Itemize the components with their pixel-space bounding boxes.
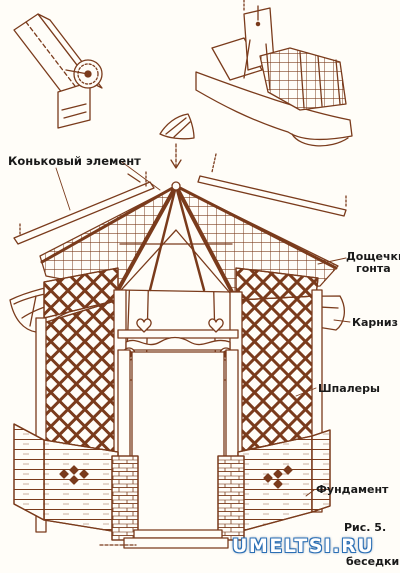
brick-pillars xyxy=(99,455,245,549)
door-frame xyxy=(117,318,239,533)
figure-caption-line2: беседки. xyxy=(346,555,400,568)
figure-caption-line1: Рис. 5. xyxy=(344,521,387,534)
log-walls xyxy=(13,423,331,533)
label-shingle-boards: Дощечки гонта xyxy=(346,251,400,275)
roof xyxy=(39,181,339,301)
label-foundation: Фундамент xyxy=(316,483,389,496)
label-trellis: Шпалеры xyxy=(318,382,380,395)
site-watermark: UMELTSI.RU xyxy=(232,535,375,557)
leader-lines xyxy=(55,161,351,497)
ridge-board-detail xyxy=(13,13,103,129)
label-shingle-line2: гонта xyxy=(356,262,391,275)
finial-cap xyxy=(159,113,195,169)
figure-caption: Рис. 5. беседки. xyxy=(340,522,400,568)
label-ridge-element: Коньковый элемент xyxy=(8,154,141,168)
trellis-right xyxy=(235,295,317,453)
label-cornice: Карниз xyxy=(352,316,398,329)
label-shingle-line1: Дощечки xyxy=(346,250,400,263)
saw-blade xyxy=(65,59,103,89)
shingle-fixing-detail xyxy=(195,0,353,147)
trellis-left xyxy=(39,299,119,453)
ridge-strips xyxy=(13,153,347,245)
